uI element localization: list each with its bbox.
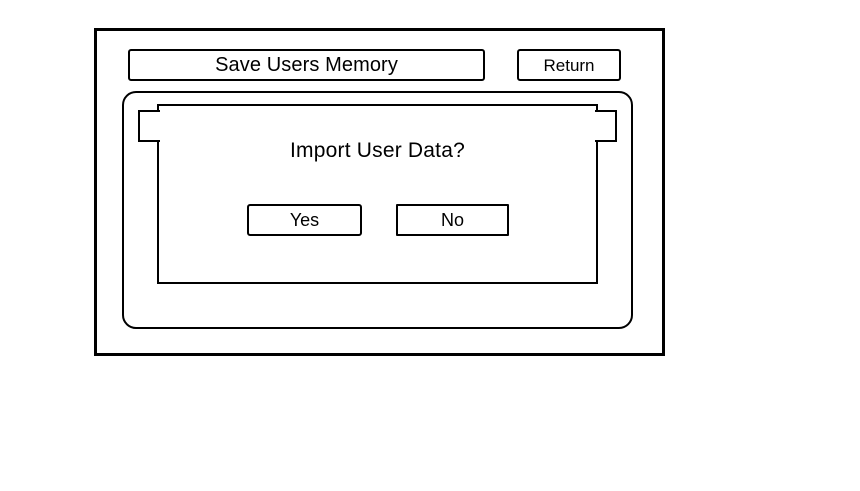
dialog-right-notch: [595, 110, 617, 142]
dialog-actions: Yes No: [159, 204, 596, 236]
no-button[interactable]: No: [396, 204, 509, 236]
title-field[interactable]: Save Users Memory: [128, 49, 485, 81]
titlebar-row: Save Users Memory Return: [97, 31, 662, 83]
dialog-left-notch: [138, 110, 160, 142]
application-window: Save Users Memory Return Import User Dat…: [94, 28, 665, 356]
import-user-data-dialog: Import User Data? Yes No: [138, 104, 617, 284]
dialog-message: Import User Data?: [290, 139, 465, 162]
return-button[interactable]: Return: [517, 49, 621, 81]
yes-button[interactable]: Yes: [247, 204, 362, 236]
